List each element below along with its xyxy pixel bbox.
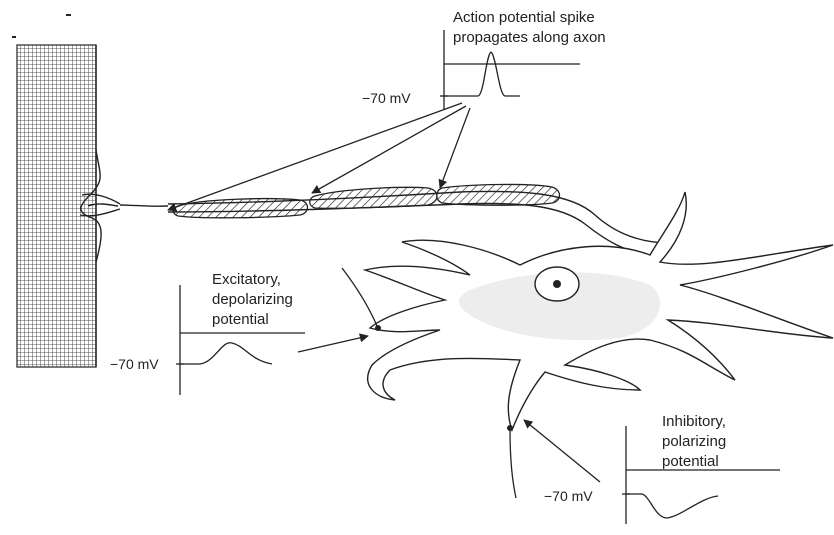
excitatory-label-line2: depolarizing (212, 291, 293, 308)
action-potential-mv-label: −70 mV (362, 90, 411, 107)
action-potential-label-line2: propagates along axon (453, 29, 606, 46)
myelin-sheaths (174, 184, 560, 217)
muscle-fiber (17, 45, 96, 367)
excitatory-label-line1: Excitatory, (212, 271, 281, 288)
action-potential-label-line1: Action potential spike (453, 9, 595, 26)
inhibitory-mv-label: −70 mV (544, 488, 593, 505)
scan-marks (12, 14, 71, 38)
inhibitory-label-line1: Inhibitory, (662, 413, 726, 430)
inhibitory-label-line2: polarizing (662, 433, 726, 450)
excitatory-mv-label: −70 mV (110, 356, 159, 373)
inhibitory-label-line3: potential (662, 453, 719, 470)
cell-body (365, 192, 833, 430)
excitatory-label-line3: potential (212, 311, 269, 328)
excitatory-pointer (298, 268, 381, 352)
inhibitory-pointer (507, 420, 600, 498)
